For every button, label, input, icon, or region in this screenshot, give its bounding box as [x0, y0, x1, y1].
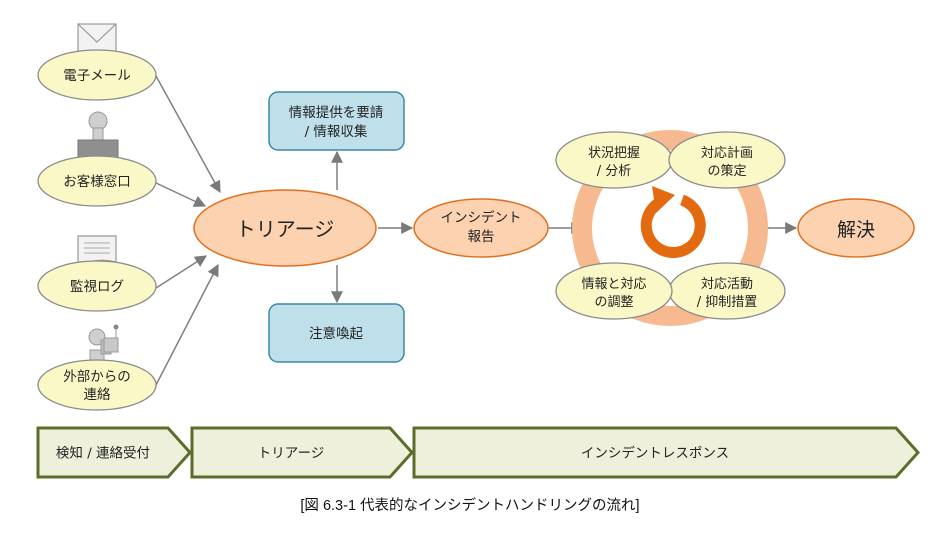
arrow-external-to-triage: [155, 263, 219, 386]
triage-node: トリアージ: [193, 189, 377, 267]
source-label: 電子メール: [63, 68, 131, 84]
incident-report-node: インシデント 報告: [413, 198, 549, 258]
cycle-arrow-icon: [640, 186, 706, 258]
envelope-icon: [77, 23, 117, 53]
phase-chevron: トリアージ: [190, 426, 415, 479]
phase-label: インシデントレスポンス: [581, 445, 729, 462]
cycle-step-label: / 抑制措置: [697, 295, 758, 310]
stamp-icon: [77, 111, 119, 161]
source-label: 外部からの: [63, 369, 131, 385]
request-info-line-1: 情報提供を要請: [289, 105, 384, 121]
resolution-label: 解決: [837, 219, 875, 241]
figure-caption: [図 6.3-1 代表的なインシデントハンドリングの流れ]: [300, 496, 639, 514]
alert-label: 注意喚起: [309, 325, 363, 342]
arrow-log-to-triage: [155, 255, 208, 289]
arrow-counter-to-triage: [155, 182, 207, 207]
source-label: お客様窓口: [63, 173, 131, 190]
cycle-step: 対応活動 / 抑制措置: [668, 262, 786, 320]
arrow-email-to-triage: [155, 75, 221, 194]
incident-report-line-2: 報告: [468, 229, 495, 245]
phase-label: 検知 / 連絡受付: [56, 445, 150, 462]
request-info-line-2: / 情報収集: [305, 124, 368, 140]
connectors: [155, 75, 798, 386]
incident-report-line-1: インシデント: [441, 209, 522, 226]
cycle-step: 状況把握 / 分析: [555, 131, 673, 189]
source-node: お客様窓口: [37, 155, 157, 207]
source-label: 連絡: [84, 387, 111, 403]
cycle-step-label: 情報と対応: [581, 277, 646, 292]
resolution-node: 解決: [797, 198, 915, 258]
response-cycle-ring: [572, 130, 768, 326]
cycle-step-label: の策定: [707, 163, 746, 179]
cycle-step-label: 対応活動: [701, 277, 753, 292]
source-node: 監視ログ: [37, 260, 157, 312]
alert-box: 注意喚起: [268, 303, 405, 363]
cycle-step-label: 対応計画: [701, 145, 753, 161]
cycle-step-label: 状況把握: [588, 146, 640, 161]
cycle-step-label: の調整: [594, 295, 633, 310]
phase-chevron: インシデントレスポンス: [412, 426, 921, 479]
source-node: 電子メール: [37, 49, 157, 101]
triage-label: トリアージ: [236, 217, 334, 241]
request-info-box: 情報提供を要請 / 情報収集: [268, 91, 405, 151]
phase-label: トリアージ: [258, 446, 324, 462]
source-label: 監視ログ: [70, 278, 124, 295]
phase-chevron: 検知 / 連絡受付: [36, 426, 193, 479]
cycle-step-label: / 分析: [597, 164, 632, 179]
